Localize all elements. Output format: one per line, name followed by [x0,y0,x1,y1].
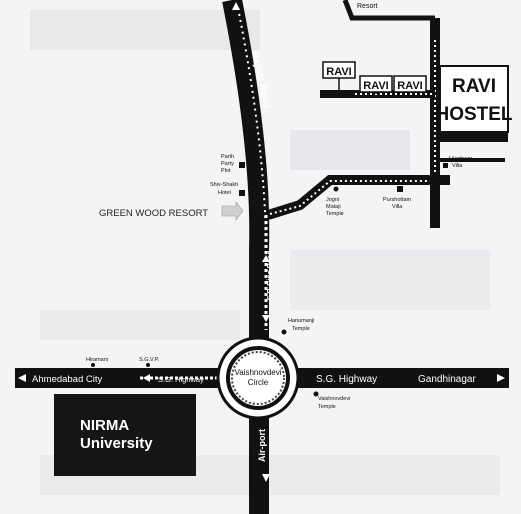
landmarks: Parth Party Plot Shiv-Shakti Hotel Jogni… [86,154,472,410]
parth-plot-label-2: Party [221,161,234,167]
purshottam-label-1: Purshottam [383,197,412,203]
sp-ring-road-label: S.P. Ring Road [267,251,274,300]
shiv-shakti-marker [239,190,245,196]
west-arrow-icon [18,374,26,382]
lileshwar-label-1: Lileshwar [449,156,472,162]
jogni-label-3: Temple [326,211,344,217]
nirma-line2: University [80,435,153,452]
sg-highway-west-label: S.G. Highway [158,375,204,384]
ravi-hostel-line1: RAVI [452,76,496,97]
north-arrow-icon [232,2,240,10]
route-dots-hostel [269,180,440,215]
nirma-line1: NIRMA [80,417,129,434]
hanumanji-label-1: Hanumanji [288,318,314,324]
ring-road-up-arrow-icon [262,255,270,262]
rajkot-road [222,0,270,514]
resort-label: Resort [357,3,378,10]
ring-road-down-arrow-icon [262,315,270,322]
hanumanji-marker [281,329,287,335]
green-wood-arrow-icon [221,201,244,221]
parth-plot-marker [239,162,245,168]
hostel-road [266,0,508,228]
ravi-signs: RAVI RAVI RAVI [322,61,427,94]
sg-highway-arrow-icon [143,374,150,382]
purshottam-label-2: Villa [392,204,403,210]
lileshwar-marker [443,163,448,168]
ravi-sign-label-3: RAVI [397,80,422,92]
shiv-shakti-label-2: Hotel [218,190,231,196]
ahmedabad-city-label: Ahmedabad City [32,374,102,385]
gandhinagar-label: Gandhinagar [418,374,476,385]
circle-label-2: Circle [248,378,269,387]
jogni-label-2: Mataji [326,204,341,210]
sgvp-label: S.G.V.P. [139,357,160,363]
nirma-university: NIRMA University [54,394,196,476]
vaishnovdevi-temple-marker [313,391,319,397]
parth-plot-label-1: Parth [221,154,234,160]
sg-highway-east-label: S.G. Highway [316,374,377,385]
shiv-shakti-label-1: Shiv-Shakti [210,182,238,188]
ravi-hostel: RAVI HOSTEL [435,65,513,133]
vaishnovdevi-circle: Vaishnovdevi Circle [216,336,300,420]
parth-plot-label-3: Plot [221,168,231,174]
ravi-sign-label-1: RAVI [326,66,351,78]
hiramani-label: Hiramani [86,357,108,363]
jogni-label-1: Jogni [326,197,339,203]
jogni-mataji-marker [333,186,339,192]
circle-label-1: Vaishnovdevi [235,368,282,377]
vaishnovdevi-temple-label-2: Temple [318,404,336,410]
purshottam-marker [397,186,403,192]
vaishnovdevi-temple-label-1: Vaishnovdevi [318,396,350,402]
green-wood-resort-label: GREEN WOOD RESORT [99,208,208,219]
ravi-hostel-line2: HOSTEL [435,104,512,125]
hanumanji-label-2: Temple [292,326,310,332]
south-arrow-icon [262,474,270,482]
ravi-sign-label-2: RAVI [363,80,388,92]
lileshwar-label-2: Villa [452,163,463,169]
ravi-sign-3 [393,75,427,93]
hiramani-marker [91,363,95,367]
green-wood-resort: GREEN WOOD RESORT [99,201,244,221]
airport-label: Air-port [257,429,267,462]
sgvp-marker [146,363,150,367]
east-arrow-icon [497,374,505,382]
